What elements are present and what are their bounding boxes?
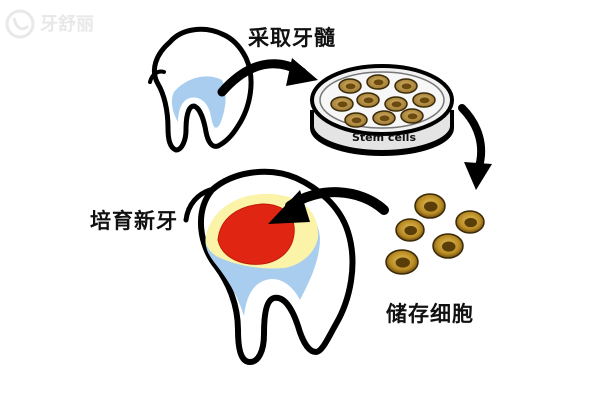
dish-cell-icon	[412, 92, 436, 108]
dish-cell-icon	[384, 96, 408, 112]
dish-cell-icon	[356, 92, 380, 108]
arrow-icon	[458, 104, 492, 190]
dish-cell-icon	[366, 74, 390, 90]
stem-cell-icon	[385, 249, 419, 275]
label-extract-pulp: 采取牙髓	[248, 26, 336, 50]
stem-cell-icon	[432, 233, 464, 259]
dish-cell-icon	[344, 112, 368, 128]
stem-cell-icon	[395, 218, 425, 242]
watermark-logo: 牙舒丽	[5, 9, 94, 39]
dish-cell-icon	[372, 110, 396, 126]
dish-cell-icon	[394, 78, 418, 94]
watermark-text: 牙舒丽	[40, 13, 94, 35]
dish-label: Stem cells	[352, 131, 416, 144]
label-store-cells: 储存细胞	[386, 302, 474, 326]
dish-cell-icon	[338, 78, 362, 94]
stem-cell-icon	[414, 193, 446, 219]
label-grow-tooth: 培育新牙	[90, 209, 178, 233]
small-tooth-icon	[148, 26, 254, 153]
stem-cells-group	[385, 193, 485, 275]
dish-cell-icon	[330, 96, 354, 112]
dish-cell-icon	[400, 108, 424, 124]
large-tooth-icon	[183, 168, 356, 365]
arrow-icon	[268, 187, 389, 224]
arrow-icon	[217, 58, 318, 97]
dish-cells-group	[330, 74, 436, 128]
stem-cell-icon	[455, 210, 485, 234]
